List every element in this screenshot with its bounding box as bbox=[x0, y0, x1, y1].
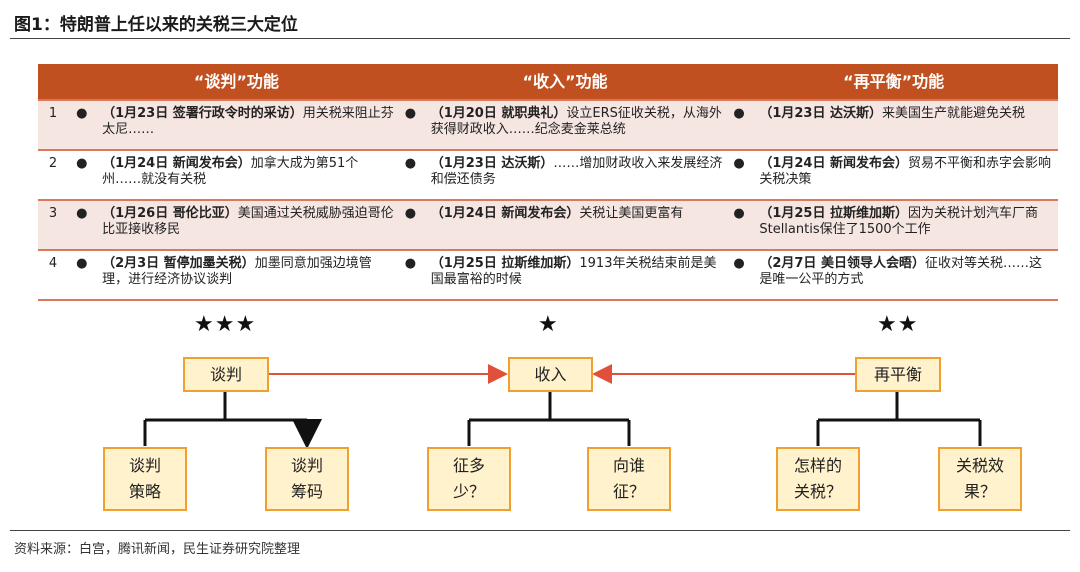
table-cell: ● （1月25日 拉斯维加斯）因为关税计划汽车厂商Stellantis保住了150… bbox=[729, 199, 1058, 251]
row-number: 2 bbox=[38, 149, 73, 201]
bullet-icon: ● bbox=[733, 106, 745, 121]
event-label: （2月7日 美日领导人会晤） bbox=[759, 256, 925, 271]
row-number: 1 bbox=[38, 99, 73, 151]
event-label: （1月20日 就职典礼） bbox=[430, 106, 567, 121]
event-label: （1月23日 达沃斯） bbox=[759, 106, 883, 121]
bullet-icon: ● bbox=[404, 256, 417, 271]
event-label: （1月23日 签署行政令时的采访） bbox=[102, 106, 303, 121]
bullet-icon: ● bbox=[76, 156, 88, 171]
event-quote: 加拿大成为第51个州……就没有关税 bbox=[102, 156, 359, 187]
rating-negotiation: ★★★ bbox=[194, 312, 257, 337]
box-how-much: 征多 少？ bbox=[427, 447, 511, 511]
bullet-icon: ● bbox=[733, 206, 745, 221]
event-quote: 征收对等关税……这是唯一公平的方式 bbox=[759, 256, 1042, 287]
figure-title: 图1：特朗普上任以来的关税三大定位 bbox=[14, 15, 298, 35]
bullet-icon: ● bbox=[76, 106, 88, 121]
bullet-icon: ● bbox=[404, 156, 417, 171]
table-cell: ● （1月23日 达沃斯）来美国生产就能避免关税 bbox=[729, 99, 1058, 151]
table-row: 2●（1月24日 新闻发布会）加拿大成为第51个州……就没有关税●（1月23日 … bbox=[38, 149, 1058, 201]
tariff-table: “谈判”功能 “收入”功能 “再平衡”功能 1●（1月23日 签署行政令时的采访… bbox=[38, 64, 1058, 301]
event-label: （1月24日 新闻发布会） bbox=[430, 206, 580, 221]
table-cell: ● （1月25日 拉斯维加斯）1913年关税结束前是美国最富裕的时候 bbox=[400, 249, 730, 301]
table-cell: ● （1月23日 达沃斯）……增加财政收入来发展经济和偿还债务 bbox=[400, 149, 730, 201]
table-row: 3●（1月26日 哥伦比亚）美国通过关税威胁强迫哥伦比亚接收移民●（1月24日 … bbox=[38, 199, 1058, 251]
bullet-icon: ● bbox=[76, 256, 88, 271]
box-leverage: 谈判 筹码 bbox=[265, 447, 349, 511]
source-note: 资料来源：白宫，腾讯新闻，民生证券研究院整理 bbox=[14, 542, 301, 557]
event-quote: 贸易不平衡和赤字会影响关税决策 bbox=[759, 156, 1052, 187]
bullet-icon: ● bbox=[404, 106, 417, 121]
table-cell: ● （1月26日 哥伦比亚）美国通过关税威胁强迫哥伦比亚接收移民 bbox=[72, 199, 401, 251]
box-tariff-effect: 关税效 果？ bbox=[938, 447, 1022, 511]
event-quote: 加墨同意加强边境管理，进行经济协议谈判 bbox=[102, 256, 372, 287]
event-quote: 设立ERS征收关税，从海外获得财政收入……纪念麦金莱总统 bbox=[430, 106, 722, 137]
rating-rebalance: ★★ bbox=[877, 312, 919, 337]
bullet-icon: ● bbox=[733, 256, 745, 271]
event-label: （1月23日 达沃斯） bbox=[430, 156, 554, 171]
event-label: （1月26日 哥伦比亚） bbox=[102, 206, 238, 221]
box-from-whom: 向谁 征？ bbox=[587, 447, 671, 511]
box-strategy: 谈判 策略 bbox=[103, 447, 187, 511]
header-revenue: “收入”功能 bbox=[400, 64, 730, 100]
box-revenue: 收入 bbox=[508, 357, 593, 392]
event-label: （2月3日 暂停加墨关税） bbox=[102, 256, 255, 271]
event-quote: 来美国生产就能避免关税 bbox=[882, 106, 1026, 121]
bullet-icon: ● bbox=[733, 156, 745, 171]
event-label: （1月25日 拉斯维加斯） bbox=[430, 256, 580, 271]
table-cell: ● （1月20日 就职典礼）设立ERS征收关税，从海外获得财政收入……纪念麦金莱总… bbox=[400, 99, 730, 151]
event-quote: 因为关税计划汽车厂商Stellantis保住了1500个工作 bbox=[759, 206, 1039, 237]
footer-divider bbox=[10, 530, 1070, 531]
row-number: 4 bbox=[38, 249, 73, 301]
table-cell: ● （1月24日 新闻发布会）关税让美国更富有 bbox=[400, 199, 730, 251]
rating-revenue: ★ bbox=[538, 312, 559, 337]
bullet-icon: ● bbox=[404, 206, 417, 221]
table-cell: ● （1月24日 新闻发布会）加拿大成为第51个州……就没有关税 bbox=[72, 149, 401, 201]
table-cell: ● （2月7日 美日领导人会晤）征收对等关税……这是唯一公平的方式 bbox=[729, 249, 1058, 301]
table-cell: ● （2月3日 暂停加墨关税）加墨同意加强边境管理，进行经济协议谈判 bbox=[72, 249, 401, 301]
event-label: （1月25日 拉斯维加斯） bbox=[759, 206, 909, 221]
header-blank bbox=[38, 64, 73, 100]
table-row: 1●（1月23日 签署行政令时的采访）用关税来阻止芬太尼……●（1月20日 就职… bbox=[38, 99, 1058, 151]
bullet-icon: ● bbox=[76, 206, 88, 221]
header-negotiation: “谈判”功能 bbox=[72, 64, 401, 100]
table-cell: ● （1月24日 新闻发布会）贸易不平衡和赤字会影响关税决策 bbox=[729, 149, 1058, 201]
event-quote: 1913年关税结束前是美国最富裕的时候 bbox=[430, 256, 717, 287]
event-quote: 关税让美国更富有 bbox=[579, 206, 684, 221]
header-rebalance: “再平衡”功能 bbox=[729, 64, 1058, 100]
box-what-tariff: 怎样的 关税？ bbox=[776, 447, 860, 511]
event-label: （1月24日 新闻发布会） bbox=[102, 156, 251, 171]
table-row: 4●（2月3日 暂停加墨关税）加墨同意加强边境管理，进行经济协议谈判●（1月25… bbox=[38, 249, 1058, 301]
event-quote: 用关税来阻止芬太尼…… bbox=[102, 106, 394, 137]
table-cell: ● （1月23日 签署行政令时的采访）用关税来阻止芬太尼…… bbox=[72, 99, 401, 151]
event-quote: ……增加财政收入来发展经济和偿还债务 bbox=[430, 156, 723, 187]
box-rebalance: 再平衡 bbox=[855, 357, 941, 392]
event-label: （1月24日 新闻发布会） bbox=[759, 156, 909, 171]
row-number: 3 bbox=[38, 199, 73, 251]
box-negotiation: 谈判 bbox=[183, 357, 269, 392]
title-divider bbox=[10, 38, 1070, 39]
event-quote: 美国通过关税威胁强迫哥伦比亚接收移民 bbox=[102, 206, 394, 237]
